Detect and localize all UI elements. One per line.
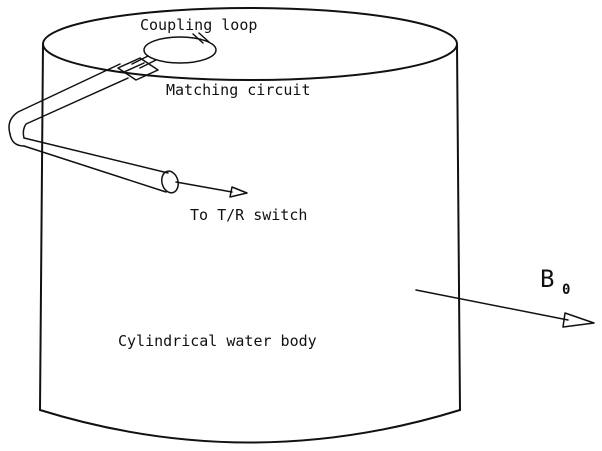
field-arrow xyxy=(415,289,595,328)
cylinder-bottom-arc xyxy=(39,409,461,444)
matching-circuit-label: Matching circuit xyxy=(166,81,311,99)
coupling-loop-label: Coupling loop xyxy=(140,16,257,34)
cable-lower-bottom xyxy=(23,145,167,193)
cylinder-right-side xyxy=(456,43,461,411)
cylinder xyxy=(39,7,461,444)
field-subscript-label: 0 xyxy=(562,282,570,298)
cable-upper-outer xyxy=(8,63,121,135)
tr-switch-label: To T/R switch xyxy=(190,206,307,224)
field-symbol-label: B xyxy=(540,265,554,293)
loop-capacitor-mark-1 xyxy=(192,33,204,44)
cable-lower-top xyxy=(23,137,169,174)
tr-switch-arrow xyxy=(175,181,248,198)
matching-circuit-box xyxy=(117,57,159,81)
coaxial-cable xyxy=(8,63,179,194)
matching-circuit xyxy=(117,57,159,81)
tr-arrow-head xyxy=(229,186,248,198)
cable-end xyxy=(161,170,179,194)
field-arrow-shaft xyxy=(415,289,569,321)
cable-upper-inner xyxy=(22,77,129,139)
tr-arrow-shaft xyxy=(175,181,233,193)
loop-capacitor-mark-2 xyxy=(198,32,210,43)
water-body-label: Cylindrical water body xyxy=(118,332,317,350)
matching-circuit-detail xyxy=(123,62,145,73)
cable-elbow xyxy=(9,133,25,147)
loop-lead-1 xyxy=(131,55,149,65)
cylinder-left-side xyxy=(39,43,44,411)
field-arrow-head xyxy=(562,312,595,328)
coupling-loop-ellipse xyxy=(143,36,217,64)
